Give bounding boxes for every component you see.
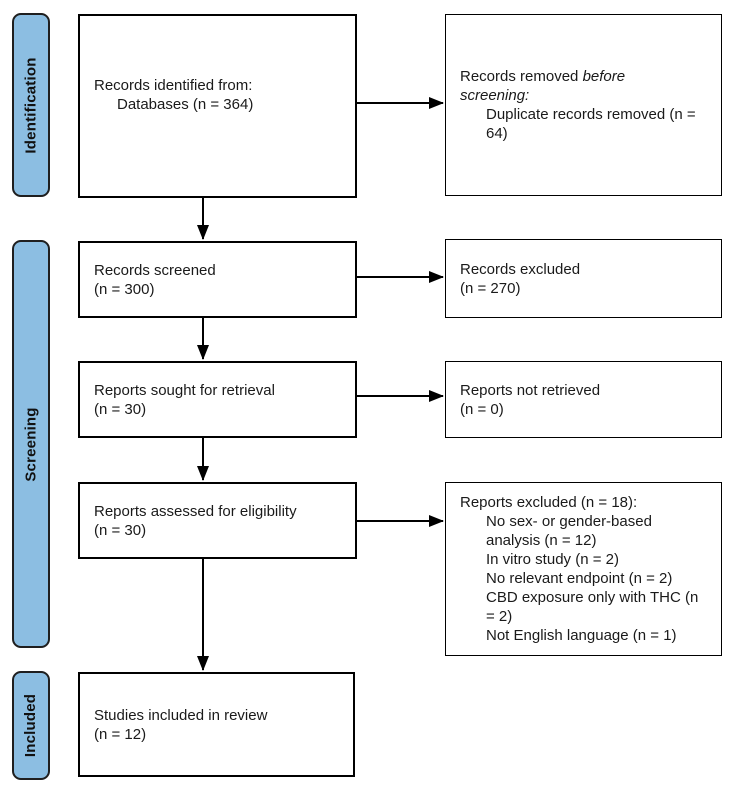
box-text-line: screening:	[460, 87, 530, 104]
box-text-line: Reports excluded (n = 18):	[460, 494, 638, 511]
box-text-line: Duplicate records removed (n = 64)	[486, 106, 696, 142]
box-reports-excluded: Reports excluded (n = 18): No sex- or ge…	[445, 482, 722, 656]
exclusion-reason: CBD exposure only with THC (n = 2)	[486, 589, 699, 625]
box-text-line: Reports sought for retrieval	[94, 381, 275, 399]
box-records-removed: Records removed before screening: Duplic…	[445, 14, 722, 196]
exclusion-reason: No sex- or gender-based analysis (n = 12…	[486, 513, 652, 549]
stage-bar-included: Included	[12, 671, 50, 780]
box-reports-sought: Reports sought for retrieval (n = 30)	[78, 361, 357, 438]
stage-label-identification: Identification	[22, 56, 40, 154]
box-text-line: Records screened	[94, 261, 216, 279]
exclusion-reason: In vitro study (n = 2)	[486, 551, 619, 568]
stage-label-screening: Screening	[22, 406, 40, 482]
box-text-line: Reports not retrieved	[460, 381, 601, 399]
box-text-line: Databases (n = 364)	[117, 96, 254, 113]
box-text-line: Reports assessed for eligibility	[94, 502, 297, 520]
box-records-identified: Records identified from: Databases (n = …	[78, 14, 357, 198]
exclusion-reason: No relevant endpoint (n = 2)	[486, 570, 673, 587]
box-text-line: Records removed before	[460, 68, 626, 85]
box-text-line: Records excluded	[460, 260, 581, 278]
box-text-line: (n = 300)	[94, 280, 155, 298]
box-text-line: Records identified from:	[94, 77, 253, 94]
box-text-line: Studies included in review	[94, 706, 268, 724]
stage-bar-identification: Identification	[12, 13, 50, 197]
box-studies-included: Studies included in review (n = 12)	[78, 672, 355, 777]
exclusion-reason: Not English language (n = 1)	[486, 627, 677, 644]
box-text-line: (n = 0)	[460, 400, 504, 418]
stage-bar-screening: Screening	[12, 240, 50, 648]
box-text-line: (n = 30)	[94, 400, 147, 418]
box-records-excluded: Records excluded (n = 270)	[445, 239, 722, 318]
box-text-line: (n = 30)	[94, 521, 147, 539]
box-reports-not-retrieved: Reports not retrieved (n = 0)	[445, 361, 722, 438]
box-records-screened: Records screened (n = 300)	[78, 241, 357, 318]
box-text-line: (n = 270)	[460, 279, 521, 297]
box-reports-assessed: Reports assessed for eligibility (n = 30…	[78, 482, 357, 559]
box-text-line: (n = 12)	[94, 725, 147, 743]
stage-label-included: Included	[22, 693, 40, 758]
